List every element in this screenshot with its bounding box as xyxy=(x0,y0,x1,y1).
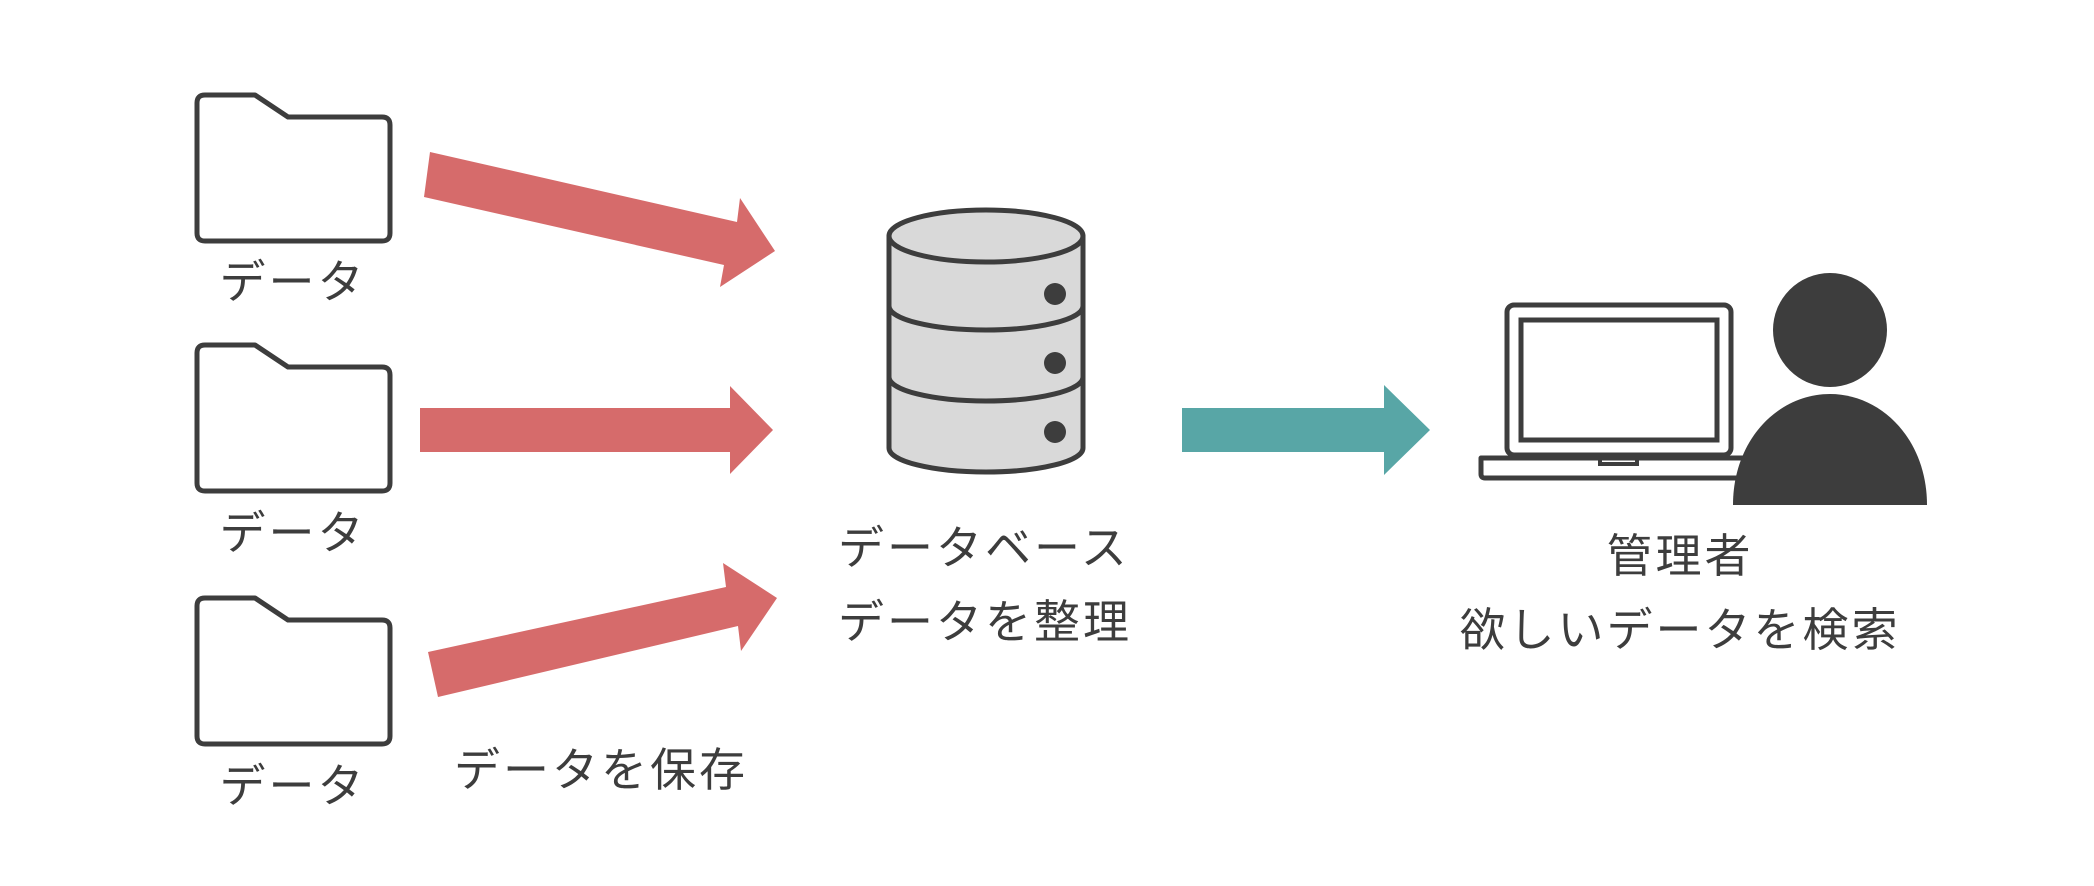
admin-caption: 欲しいデータを検索 xyxy=(1459,603,1901,657)
laptop-icon xyxy=(1478,302,1760,481)
database-title: データベース xyxy=(838,521,1130,575)
store-caption: データを保存 xyxy=(454,743,748,797)
folder-label: データ xyxy=(219,759,367,813)
database-caption: データを整理 xyxy=(838,595,1132,649)
user-icon xyxy=(1733,273,1927,505)
arrow-folder2-to-database xyxy=(420,386,773,474)
folder-icon xyxy=(194,92,393,244)
admin-title: 管理者 xyxy=(1606,529,1754,583)
folder-label: データ xyxy=(219,255,367,309)
arrow-database-to-admin xyxy=(1182,385,1430,475)
arrow-folder3-to-database xyxy=(428,563,777,697)
folder-label: データ xyxy=(219,506,367,560)
folder-icon xyxy=(194,595,393,747)
database-icon xyxy=(886,207,1086,475)
folder-icon xyxy=(194,342,393,494)
arrow-folder1-to-database xyxy=(424,152,775,287)
